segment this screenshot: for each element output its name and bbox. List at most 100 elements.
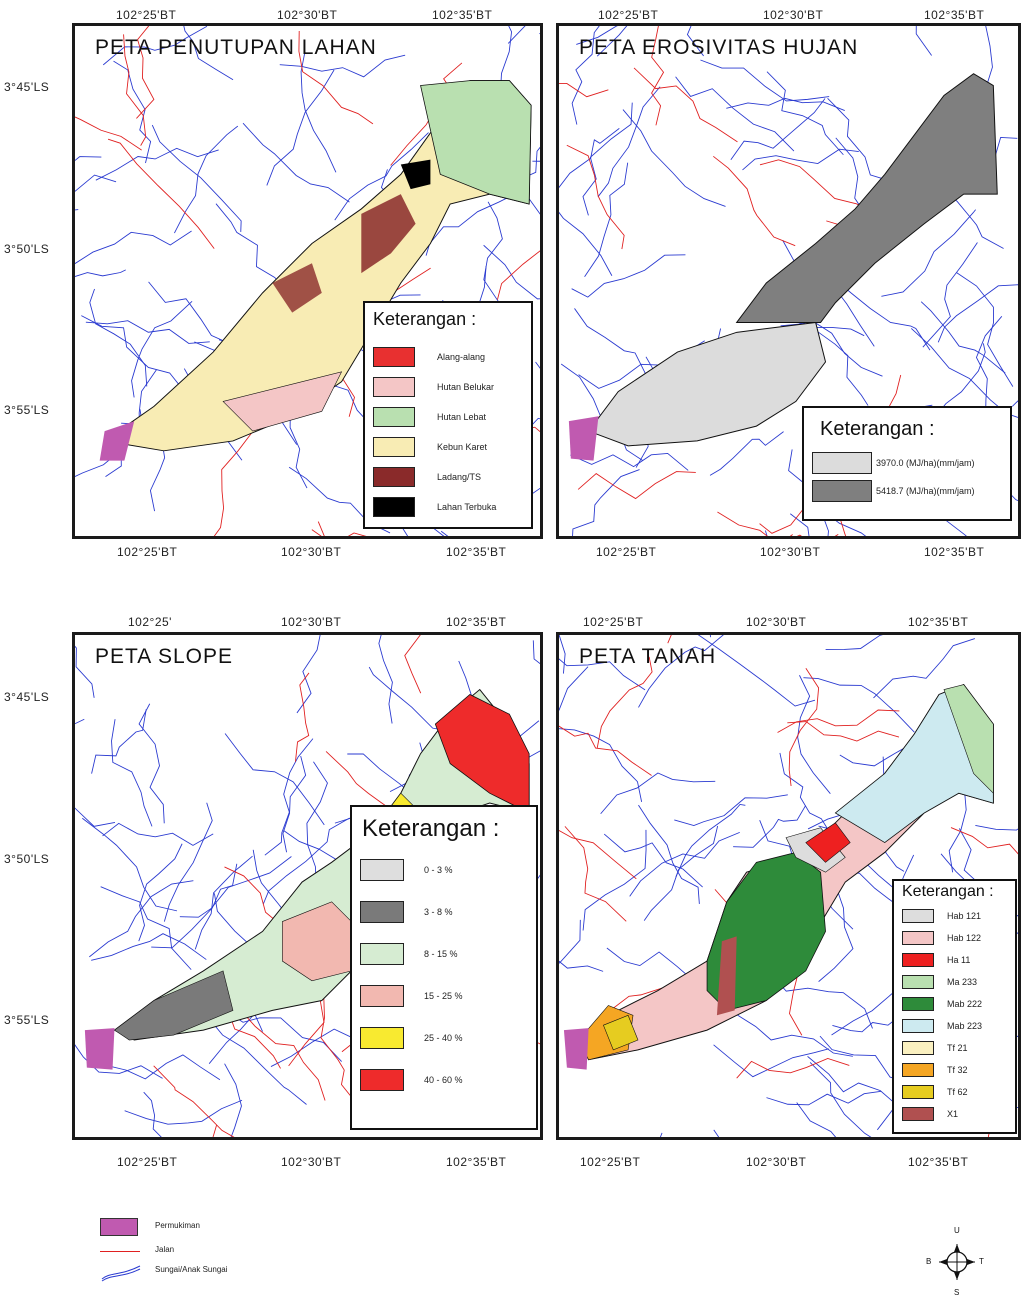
compass-rose-icon: U S B T bbox=[926, 1226, 990, 1297]
river-line bbox=[296, 635, 321, 714]
river-line bbox=[809, 1062, 872, 1137]
road-line bbox=[788, 668, 820, 787]
lon-label-top: 102°30'BT bbox=[763, 8, 824, 22]
river-line bbox=[881, 209, 977, 297]
river-line bbox=[91, 933, 207, 961]
legend-label: Permukiman bbox=[155, 1221, 200, 1230]
river-line bbox=[559, 635, 566, 674]
river-line bbox=[779, 752, 835, 839]
river-line bbox=[1011, 400, 1018, 407]
lat-label: 3°45'LS bbox=[4, 80, 50, 94]
lon-label-bottom: 102°30'BT bbox=[281, 545, 342, 559]
road-line bbox=[787, 721, 900, 742]
river-line bbox=[803, 677, 915, 733]
slope-legend: Keterangan : 0 - 3 % 3 - 8 % 8 - 15 % 15… bbox=[350, 805, 538, 1130]
lat-label: 3°50'LS bbox=[4, 242, 50, 256]
legend-item: 15 - 25 % bbox=[360, 985, 530, 1007]
river-line bbox=[596, 26, 628, 57]
legend-swatch bbox=[360, 985, 404, 1007]
river-line bbox=[82, 817, 178, 912]
panel-title: PETA TANAH bbox=[579, 645, 717, 668]
river-line bbox=[559, 658, 646, 691]
river-line bbox=[224, 733, 325, 826]
river-line bbox=[726, 97, 845, 111]
legend-item: Ladang/TS bbox=[373, 467, 525, 489]
legend-swatch bbox=[373, 407, 415, 427]
river-line bbox=[174, 125, 239, 234]
river-line bbox=[75, 174, 117, 192]
legend-swatch bbox=[373, 467, 415, 487]
river-line bbox=[686, 26, 704, 57]
road-line bbox=[559, 830, 637, 880]
river-line bbox=[766, 71, 844, 156]
river-line bbox=[131, 301, 193, 398]
river-line bbox=[697, 635, 816, 707]
river-line bbox=[440, 530, 449, 536]
legend-item-settlement: Permukiman bbox=[100, 1218, 360, 1238]
legend-item: 0 - 3 % bbox=[360, 859, 530, 881]
river-line bbox=[713, 1129, 720, 1137]
road-line bbox=[497, 250, 540, 300]
river-line bbox=[516, 146, 540, 182]
road-line bbox=[123, 34, 147, 146]
river-line bbox=[572, 469, 640, 536]
legend-item: Hab 121 bbox=[902, 909, 1009, 931]
legend-item: Hutan Lebat bbox=[373, 407, 525, 429]
legend-item: Alang-alang bbox=[373, 347, 525, 369]
legend-item: Kebun Karet bbox=[373, 437, 525, 459]
lon-label-top: 102°35'BT bbox=[446, 615, 507, 629]
river-line bbox=[570, 452, 689, 471]
legend-swatch bbox=[902, 1063, 934, 1077]
legend-item: Mab 223 bbox=[902, 1019, 1009, 1041]
river-line bbox=[730, 98, 826, 161]
river-line bbox=[75, 645, 95, 698]
legend-swatch bbox=[360, 1027, 404, 1049]
river-line bbox=[89, 288, 148, 387]
river-line bbox=[571, 26, 600, 125]
river-line bbox=[674, 794, 788, 827]
lon-label-bottom: 102°30'BT bbox=[281, 1155, 342, 1169]
legend-swatch bbox=[360, 859, 404, 881]
river-line bbox=[205, 1013, 307, 1105]
road-line bbox=[559, 82, 609, 98]
legend-label: Lahan Terbuka bbox=[437, 502, 497, 512]
road-line bbox=[153, 1065, 235, 1137]
legend-swatch bbox=[902, 997, 934, 1011]
river-line bbox=[833, 277, 931, 351]
road-line bbox=[107, 138, 215, 249]
river-line bbox=[500, 26, 513, 87]
legend-label: Tf 32 bbox=[947, 1065, 968, 1075]
legend-swatch bbox=[902, 953, 934, 967]
river-line bbox=[224, 1063, 242, 1137]
river-line bbox=[221, 1008, 342, 1062]
river-line bbox=[95, 147, 219, 181]
erosivity-map bbox=[559, 26, 1018, 536]
panel-title: PETA EROSIVITAS HUJAN bbox=[579, 36, 859, 59]
road-line bbox=[717, 511, 839, 536]
river-line bbox=[102, 822, 214, 846]
legend-label: 8 - 15 % bbox=[424, 949, 458, 959]
road-line-icon bbox=[100, 1251, 140, 1252]
river-line bbox=[523, 417, 540, 434]
compass-north: U bbox=[954, 1226, 960, 1235]
road-line bbox=[213, 430, 254, 536]
lon-label-bottom: 102°35'BT bbox=[446, 545, 507, 559]
road-line bbox=[667, 635, 672, 644]
legend-label: Kebun Karet bbox=[437, 442, 488, 452]
legend-swatch bbox=[902, 1019, 934, 1033]
lon-label-bottom: 102°25'BT bbox=[117, 1155, 178, 1169]
river-line bbox=[559, 919, 581, 964]
legend-label: Mab 223 bbox=[947, 1021, 983, 1031]
legend-label: 0 - 3 % bbox=[424, 865, 453, 875]
river-line bbox=[675, 803, 746, 878]
river-line bbox=[643, 825, 719, 921]
lon-label-top: 102°35'BT bbox=[432, 8, 493, 22]
legend-item: 25 - 40 % bbox=[360, 1027, 530, 1049]
river-line bbox=[675, 76, 795, 152]
river-line bbox=[559, 128, 620, 189]
legend-label: 3 - 8 % bbox=[424, 907, 453, 917]
compass-east: T bbox=[979, 1257, 984, 1266]
river-line bbox=[183, 26, 234, 81]
legend-item: Hab 122 bbox=[902, 931, 1009, 953]
river-line bbox=[796, 1102, 837, 1137]
